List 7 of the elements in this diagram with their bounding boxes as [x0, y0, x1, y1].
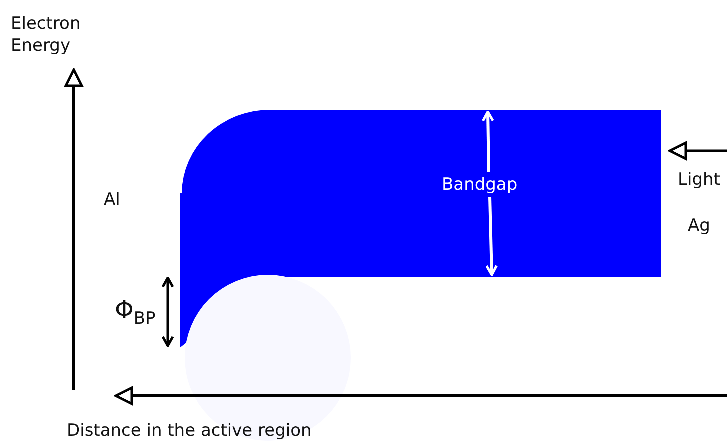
region-label: Ag	[688, 215, 710, 237]
barrier-label: Φ$_{BP}$	[115, 296, 156, 331]
axis-label: Distance in the active region	[67, 420, 312, 441]
dimension-label: Bandgap	[442, 174, 518, 196]
region-label: Al	[104, 189, 120, 211]
axis-label: Electron Energy	[11, 13, 82, 57]
arrow-label: Light	[678, 169, 720, 191]
